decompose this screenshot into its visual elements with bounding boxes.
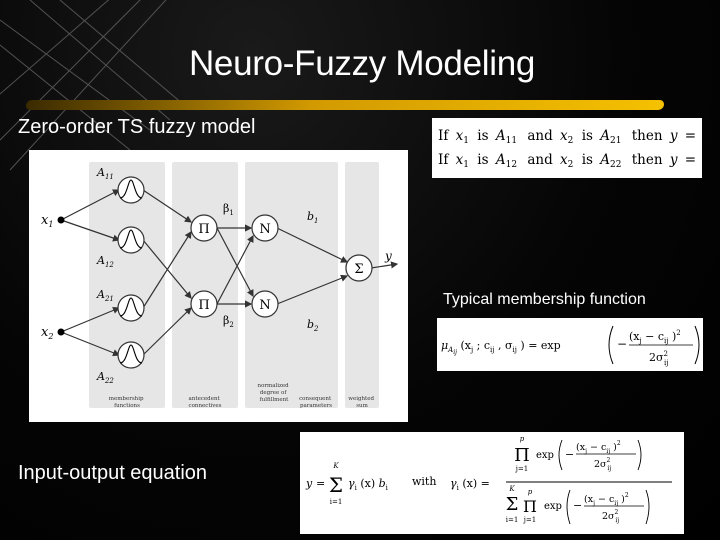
- norm-node-1: N: [251, 214, 279, 242]
- rule-1: If x1 is A11 and x2 is A21 then y = b1: [438, 128, 702, 147]
- io-eq: =: [316, 477, 325, 490]
- mf-node-2: [117, 226, 145, 254]
- page-title: Neuro-Fuzzy Modeling: [188, 44, 536, 83]
- title-underline: [25, 100, 661, 110]
- consequent-b2: b2: [307, 318, 319, 333]
- layer-membership-bg: [89, 162, 165, 408]
- input-node-x2: [57, 328, 65, 336]
- caption-weighted-sum: weighted sum: [348, 396, 376, 409]
- io-bprod-sign: Π: [523, 497, 537, 516]
- input-label-x2: x2: [41, 325, 53, 341]
- io-bsum-sign: Σ: [506, 494, 519, 515]
- product-node-2: Π: [190, 290, 218, 318]
- io-equation: y = K Σ i=1 γi (x) bi with γi (x) = p Π …: [305, 435, 672, 525]
- io-bprod-top: p: [528, 488, 533, 496]
- layer-sum-bg: [345, 162, 379, 408]
- svg-text:Π: Π: [198, 298, 209, 313]
- caption-normalized: normalized degree of fulfillment: [258, 383, 291, 403]
- io-prod-top: p: [520, 435, 525, 443]
- membership-heading: Typical membership function: [443, 291, 646, 308]
- rule-2: If x1 is A12 and x2 is A22 then y = b2: [438, 152, 702, 171]
- model-heading: Zero-order TS fuzzy model: [18, 116, 256, 138]
- input-label-x1: x1: [41, 213, 53, 229]
- io-y: y: [305, 477, 313, 490]
- caption-membership: membership functions: [109, 396, 146, 409]
- caption-consequent: consequent parameters: [299, 396, 333, 409]
- io-with: with: [412, 475, 436, 488]
- rules-box: If x1 is A11 and x2 is A21 then y = b1 I…: [432, 118, 718, 178]
- io-num-numerator: (xj − cij )2: [576, 440, 621, 456]
- io-den-numerator: (xj − cij )2: [584, 492, 629, 508]
- svg-text:Π: Π: [198, 222, 209, 237]
- io-sum-bottom: i=1: [330, 498, 343, 506]
- mf-numerator: (xj − cij )2: [629, 329, 681, 346]
- mf-label-A21: A21: [96, 288, 114, 303]
- layer-antecedent-bg: [172, 162, 238, 408]
- sum-node: Σ: [345, 254, 373, 282]
- svg-text:Σ: Σ: [354, 262, 363, 277]
- io-term: γi (x) bi: [348, 477, 389, 493]
- network-diagram: x1 x2 A11 A12 A21 A: [29, 150, 408, 422]
- svg-text:N: N: [259, 222, 270, 237]
- io-bsum-top: K: [508, 485, 515, 493]
- io-bsum-bottom: i=1: [506, 516, 519, 524]
- io-sum-top: K: [332, 462, 339, 470]
- io-gamma-lhs: γi (x) =: [450, 477, 490, 493]
- svg-text:N: N: [259, 298, 270, 313]
- mf-node-3: [117, 294, 145, 322]
- mf-node-1: [117, 176, 145, 204]
- rules-formula: If x1 is A11 and x2 is A21 then y = b1 I…: [438, 128, 718, 171]
- mf-minus: −: [617, 337, 627, 351]
- membership-formula-box: μAij (xj ; cij , σij ) = exp − (xj − cij…: [437, 318, 703, 371]
- mf-label-A22: A22: [96, 370, 114, 385]
- output-label-y: y: [384, 249, 392, 263]
- mf-label-A12: A12: [96, 254, 114, 269]
- caption-antecedent: antecedent connectives: [189, 396, 222, 409]
- mf-node-4: [117, 341, 145, 369]
- io-sum-sign: Σ: [329, 473, 343, 497]
- input-node-x1: [57, 216, 65, 224]
- beta-1-label: β1: [223, 202, 234, 217]
- layer-consequent-bg2: [294, 162, 338, 408]
- io-bprod-bottom: j=1: [523, 516, 537, 524]
- io-prod-bottom: j=1: [515, 465, 529, 473]
- membership-formula: μAij (xj ; cij , σij ) = exp − (xj − cij…: [441, 325, 700, 367]
- io-den-minus: −: [573, 499, 582, 512]
- io-prod-sign: Π: [514, 445, 530, 466]
- norm-node-2: N: [251, 290, 279, 318]
- anfis-network: x1 x2 A11 A12 A21 A: [41, 162, 399, 409]
- equation-heading: Input-output equation: [18, 462, 208, 484]
- mf-lhs: μAij (xj ; cij , σij ) = exp: [441, 339, 561, 357]
- io-exp: exp: [536, 450, 554, 461]
- io-equation-box: y = K Σ i=1 γi (x) bi with γi (x) = p Π …: [300, 432, 684, 534]
- beta-2-label: β2: [223, 314, 234, 329]
- product-node-1: Π: [190, 214, 218, 242]
- mf-label-A11: A11: [96, 166, 114, 181]
- io-bexp: exp: [544, 501, 562, 512]
- consequent-b1: b1: [307, 210, 319, 225]
- io-num-minus: −: [565, 448, 574, 461]
